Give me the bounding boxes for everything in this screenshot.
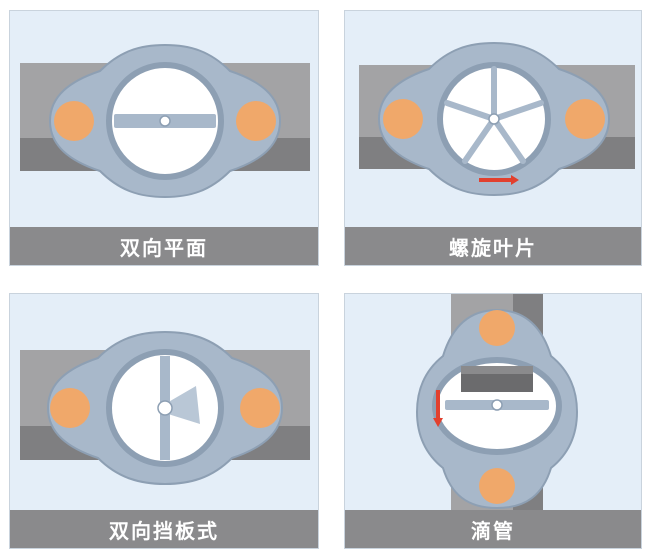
flow-arrow-right-icon [479,175,519,185]
caption-spiral-blade: 螺旋叶片 [345,227,641,265]
bolt-icon [479,468,515,504]
spiral-blade-valve-illustration [345,11,641,229]
double-flat-valve-illustration [10,11,318,229]
panel-double-flat: 双向平面 [9,10,319,266]
caption-double-baffle: 双向挡板式 [10,510,318,548]
double-baffle-valve-illustration [10,294,318,512]
flow-arrow-down-icon [433,390,443,427]
drip-tube-valve-illustration [345,294,641,512]
bolt-icon [236,101,276,141]
bolt-icon [565,99,605,139]
caption-double-flat: 双向平面 [10,227,318,265]
bolt-icon [479,310,515,346]
bolt-icon [240,388,280,428]
caption-drip-tube: 滴管 [345,510,641,548]
bolt-icon [383,99,423,139]
bolt-icon [50,388,90,428]
panel-double-baffle: 双向挡板式 [9,293,319,549]
panel-spiral-blade: 螺旋叶片 [344,10,642,266]
bolt-icon [54,101,94,141]
panel-drip-tube: 滴管 [344,293,642,549]
